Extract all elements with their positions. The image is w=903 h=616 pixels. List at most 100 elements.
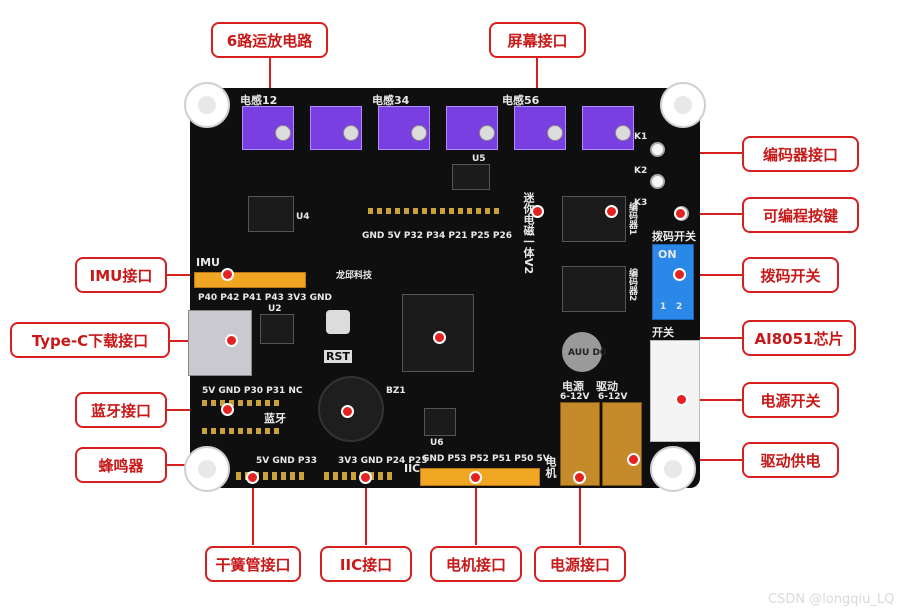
pot-knob-icon [411,125,427,141]
dip-switch-label: 拨码开关 [652,230,696,243]
board-name: 迷你电磁一体V2 [522,192,535,275]
imu-label: IMU [196,256,220,269]
button-k2[interactable] [650,174,665,189]
dip-on-label: ON [658,248,677,261]
pot-knob-icon [479,125,495,141]
chip-u6 [424,408,456,436]
callout-drive-power: 驱动供电 [742,442,839,478]
bt-pins: 5V GND P30 P31 NC [202,386,303,396]
label-ind56: 电感56 [502,94,540,107]
potentiometer-4[interactable] [446,106,498,150]
label-u2: U2 [268,304,282,314]
rst-label: RST [324,350,352,363]
encoder-port-2[interactable] [562,266,626,312]
imu-pins: P40 P42 P41 P43 3V3 GND [198,293,333,303]
potentiometer-2[interactable] [310,106,362,150]
dot-iic [359,471,372,484]
reed-header-pins [236,472,308,480]
power-switch[interactable] [650,340,700,442]
callout-dip-switch: 拨码开关 [742,257,839,293]
dot-reed [246,471,259,484]
bz-label: BZ1 [386,386,406,396]
callout-op-amp: 6路运放电路 [211,22,328,58]
dot-buzzer [341,405,354,418]
mount-hole-bottom-right [650,446,696,492]
pcb-board: 电感12 电感34 电感56 K1 K2 K3 U4 U5 GND 5V P32… [184,82,706,492]
potentiometer-6[interactable] [582,106,634,150]
logo-text: 龙邱科技 [336,271,373,281]
reed-pins: 5V GND P33 [256,456,318,466]
potentiometer-3[interactable] [378,106,430,150]
potentiometer-1[interactable] [242,106,294,150]
cap-label: AUU D0 [568,348,607,358]
bt-header-pins [202,400,282,406]
dot-power-switch [675,393,688,406]
callout-prog-button: 可编程按键 [742,197,859,233]
motor-label: 电机 [544,456,557,478]
dot-motor [469,471,482,484]
potentiometer-5[interactable] [514,106,566,150]
screen-pins-label: GND 5V P32 P34 P21 P25 P26 [362,231,513,241]
dot-encoder [605,205,618,218]
pot-knob-icon [547,125,563,141]
label-ind34: 电感34 [372,94,410,107]
label-k3: K3 [634,198,648,208]
drive-terminal[interactable] [602,402,642,486]
callout-screen: 屏幕接口 [489,22,586,58]
label-k2: K2 [634,166,648,176]
watermark: CSDN @longqiu_LQ [768,592,895,607]
pot-knob-icon [615,125,631,141]
callout-power-port: 电源接口 [534,546,626,582]
encoder-port-1[interactable] [562,196,626,242]
electrolytic-capacitor [562,332,602,372]
enc1-label: 编码器1 [627,202,637,236]
callout-imu: IMU接口 [75,257,167,293]
op-amp-chip-u4 [248,196,294,232]
dip-1-label: 1 [660,302,667,312]
dot-imu [221,268,234,281]
dot-power-port [573,471,586,484]
callout-typec: Type-C下载接口 [10,322,170,358]
dot-dip [673,268,686,281]
bt-label: 蓝牙 [264,412,286,425]
button-k1[interactable] [650,142,665,157]
mount-hole-bottom-left [184,446,230,492]
label-u5: U5 [472,154,486,164]
pot-knob-icon [343,125,359,141]
callout-buzzer: 蜂鸣器 [75,447,167,483]
dot-mcu [433,331,446,344]
callout-reed: 干簧管接口 [205,546,301,582]
iic-label: IIC [404,462,421,475]
dot-drive [627,453,640,466]
power-label-silk: 电源 [562,380,584,393]
iic-pins: 3V3 GND P24 P23 [338,456,428,466]
drive-label-silk: 驱动 [596,380,618,393]
dot-prog-button [674,207,687,220]
callout-bluetooth: 蓝牙接口 [75,392,167,428]
screen-header-pins [368,208,500,214]
switch-label: 开关 [652,326,674,339]
dot-screen [531,205,544,218]
mount-hole-top-left [184,82,230,128]
op-amp-chip-u5 [452,164,490,190]
bt-header-pins-2 [202,428,282,434]
callout-motor: 电机接口 [430,546,522,582]
imu-header[interactable] [194,272,306,288]
label-u4: U4 [296,212,310,222]
typec-port[interactable] [188,310,252,376]
callout-encoder: 编码器接口 [742,136,859,172]
label-k1: K1 [634,132,648,142]
callout-mcu: AI8051芯片 [742,320,856,356]
dot-bt [221,403,234,416]
chip-u2 [260,314,294,344]
dip-2-label: 2 [676,302,683,312]
mount-hole-top-right [660,82,706,128]
label-ind12: 电感12 [240,94,278,107]
reset-button[interactable] [326,310,350,334]
dip-switch[interactable] [652,244,694,320]
dot-typec [225,334,238,347]
label-u6: U6 [430,438,444,448]
enc2-label: 编码器2 [627,268,637,302]
power-voltage: 6-12V [560,392,590,402]
callout-iic: IIC接口 [320,546,412,582]
